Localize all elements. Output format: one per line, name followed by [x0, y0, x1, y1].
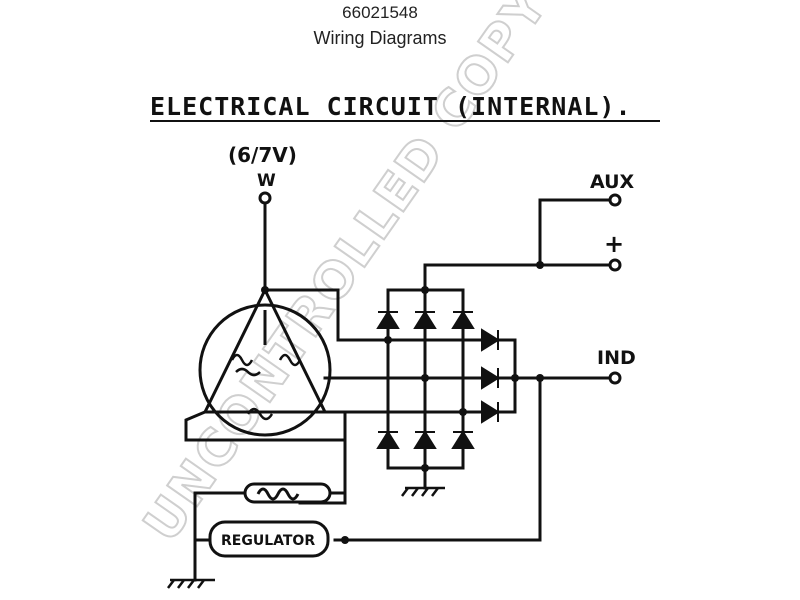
diode-bottom-3 [451, 430, 475, 449]
diode-right-2 [481, 366, 500, 390]
diode-bottom-1 [376, 430, 400, 449]
junction-dots [261, 261, 544, 544]
diode-bottom-2 [413, 430, 437, 449]
terminal-w [258, 191, 272, 205]
terminal-w-label: W [257, 171, 276, 191]
diode-right-1 [481, 328, 500, 352]
terminal-aux [608, 193, 622, 207]
rectifier-diodes [376, 310, 500, 449]
terminal-ind [608, 371, 622, 385]
document-subtitle: Wiring Diagrams [313, 28, 447, 48]
terminal-plus [608, 258, 622, 272]
diode-top-2 [413, 310, 437, 329]
voltage-label: (6/7V) [228, 143, 297, 167]
diode-top-3 [451, 310, 475, 329]
field-coil [243, 482, 332, 504]
diode-top-1 [376, 310, 400, 329]
stator-winding [198, 286, 332, 437]
document-number: 66021548 [342, 3, 418, 22]
regulator-label: REGULATOR [221, 533, 315, 549]
regulator-box [208, 520, 330, 558]
terminal-ind-label: IND [597, 347, 636, 369]
terminals [258, 191, 622, 385]
terminal-plus-label: + [604, 230, 624, 258]
terminal-aux-label: AUX [590, 171, 635, 193]
ground-symbol-rectifier [401, 486, 445, 497]
diagram-title: ELECTRICAL CIRCUIT (INTERNAL). [150, 92, 632, 121]
diode-right-3 [481, 400, 500, 424]
ground-symbol-regulator [167, 578, 215, 589]
